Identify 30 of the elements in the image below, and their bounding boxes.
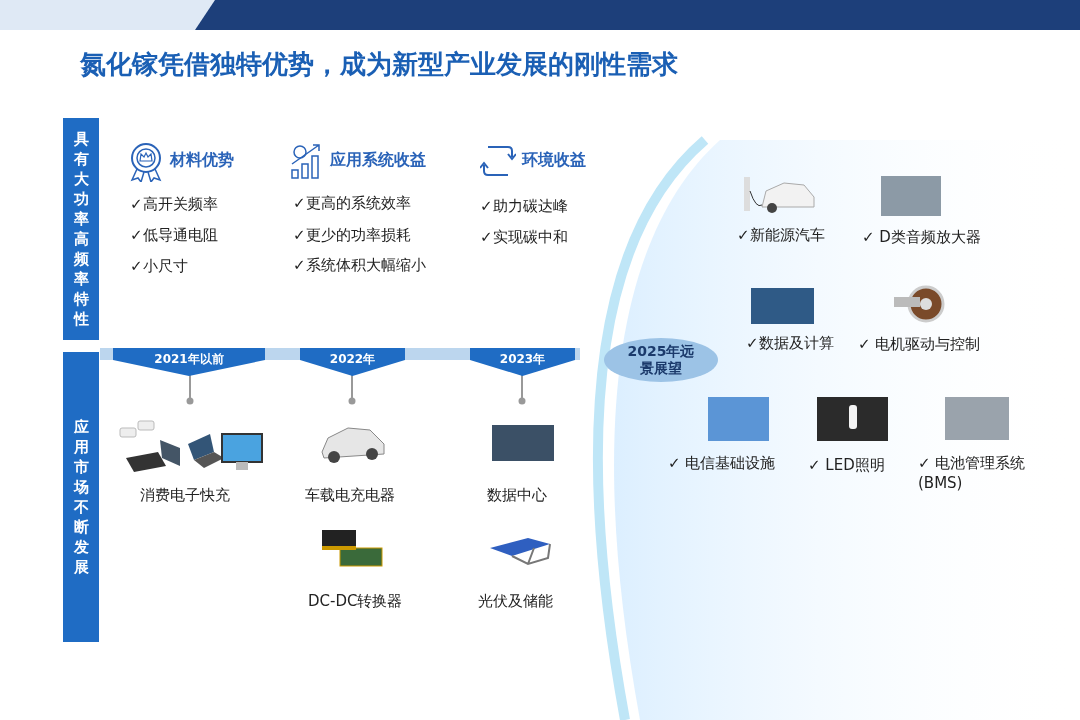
- section-heading: 材料优势: [170, 150, 234, 171]
- section-heading: 应用系统收益: [330, 150, 426, 171]
- item-text: 数据中心: [487, 486, 547, 506]
- item-text: ✓更高的系统效率: [293, 194, 411, 214]
- item-text: ✓小尺寸: [130, 257, 188, 277]
- vision-ellipse: 2025年远景展望: [603, 337, 719, 383]
- item-text: 车载电充电器: [305, 486, 395, 506]
- item-text: ✓高开关频率: [130, 195, 218, 215]
- item-text: ✓ D类音频放大器: [862, 228, 981, 248]
- item-text: DC-DC转换器: [308, 592, 403, 612]
- item-text: 光伏及储能: [478, 592, 553, 612]
- item-text: ✓系统体积大幅缩小: [293, 256, 426, 276]
- item-text: ✓新能源汽车: [737, 226, 825, 246]
- item-text: ✓数据及计算: [746, 334, 834, 354]
- year-tab: 2021年以前: [113, 348, 265, 376]
- year-tab: 2022年: [300, 348, 405, 376]
- section-band: 应用市场不断发展: [63, 352, 99, 642]
- section-heading: 环境收益: [522, 150, 586, 171]
- item-text: ✓ 电信基础设施: [668, 454, 776, 474]
- item-text: ✓助力碳达峰: [480, 197, 568, 217]
- item-text: ✓实现碳中和: [480, 228, 568, 248]
- item-text: ✓ 电池管理系统 (BMS): [918, 454, 1027, 493]
- title: 氮化镓凭借独特优势，成为新型产业发展的刚性需求: [80, 48, 678, 81]
- item-text: ✓低导通电阻: [130, 226, 218, 246]
- year-tab: 2023年: [470, 348, 575, 376]
- item-text: ✓ LED照明: [808, 456, 885, 476]
- section-band: 具有大功率高频率特性: [63, 118, 99, 340]
- item-text: ✓更少的功率损耗: [293, 226, 411, 246]
- item-text: 消费电子快充: [140, 486, 230, 506]
- item-text: ✓ 电机驱动与控制: [858, 335, 981, 355]
